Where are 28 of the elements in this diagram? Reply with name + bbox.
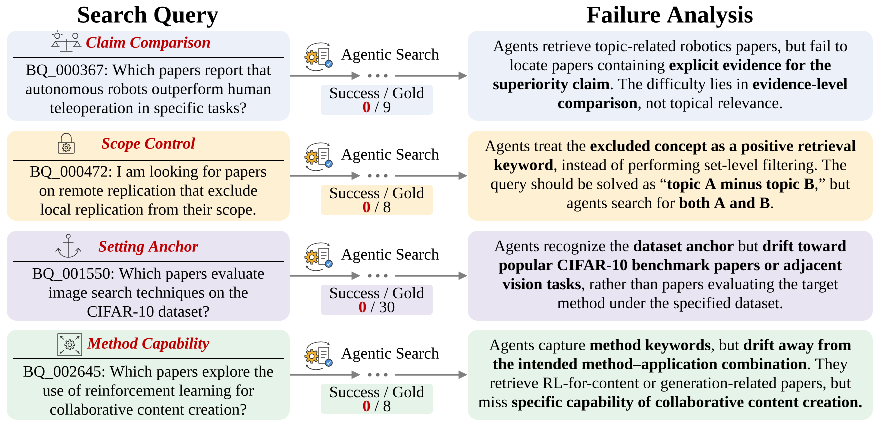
stage-label: Agentic Search [341,248,440,264]
analysis-box: Agents recognize the dataset anchor but drift toward popular CIFAR-10 benchmark papers or adjacent vision tasks, rather than papers evaluating the target method under the specified dataset. [468,231,873,321]
query-card [7,231,290,321]
score-box: Success / Gold 0 / 8 [321,384,433,414]
query-card [7,131,290,221]
ellipsis-dots [368,174,388,178]
category-title: Claim Comparison [86,36,210,52]
query-text: BQ_001550: Which papers evaluate image search techniques on the CIFAR-10 dataset? [32,268,264,318]
analysis-box: Agents capture method keywords, but drift away from the intended method–application combination. They retrieve RL-for-content or generation-related papers, but miss specific capability of collaborative content creation. [468,330,873,420]
analysis-box: Agents treat the excluded concept as a positive retrieval keyword, instead of performing set-level filtering. The query should be solved as “topic A minus topic B,” but agents search for both A and B. [468,131,873,221]
query-card [7,330,290,420]
query-text: BQ_000472: I am looking for papers on remote replication that exclude local replication from their scope. [30,166,266,218]
query-text: BQ_000367: Which papers report that autonomous robots outperform human teleoperation in specific tasks? [26,64,272,117]
score-box: Success / Gold 0 / 9 [321,85,433,115]
query-text: BQ_002645: Which papers explore the use of reinforcement learning for collaborative content creation? [24,366,274,416]
score-box: Success / Gold 0 / 8 [321,185,433,215]
stage-label: Agentic Search [341,48,440,64]
category-title: Setting Anchor [98,240,199,256]
ellipsis-dots [368,74,388,78]
analysis-box: Agents retrieve topic-related robotics papers, but fail to locate papers containing explicit evidence for the superiority claim. The difficulty lies in evidence-level comparison, not topical relevance. [468,31,873,121]
score-box: Success / Gold 0 / 30 [321,285,433,315]
ellipsis-dots [368,274,388,278]
category-title: Scope Control [102,138,196,152]
stage-label: Agentic Search [341,148,440,164]
category-title: Method Capability [87,338,210,352]
query-card [7,30,290,121]
stage-label: Agentic Search [341,348,440,362]
ellipsis-dots [368,373,388,377]
